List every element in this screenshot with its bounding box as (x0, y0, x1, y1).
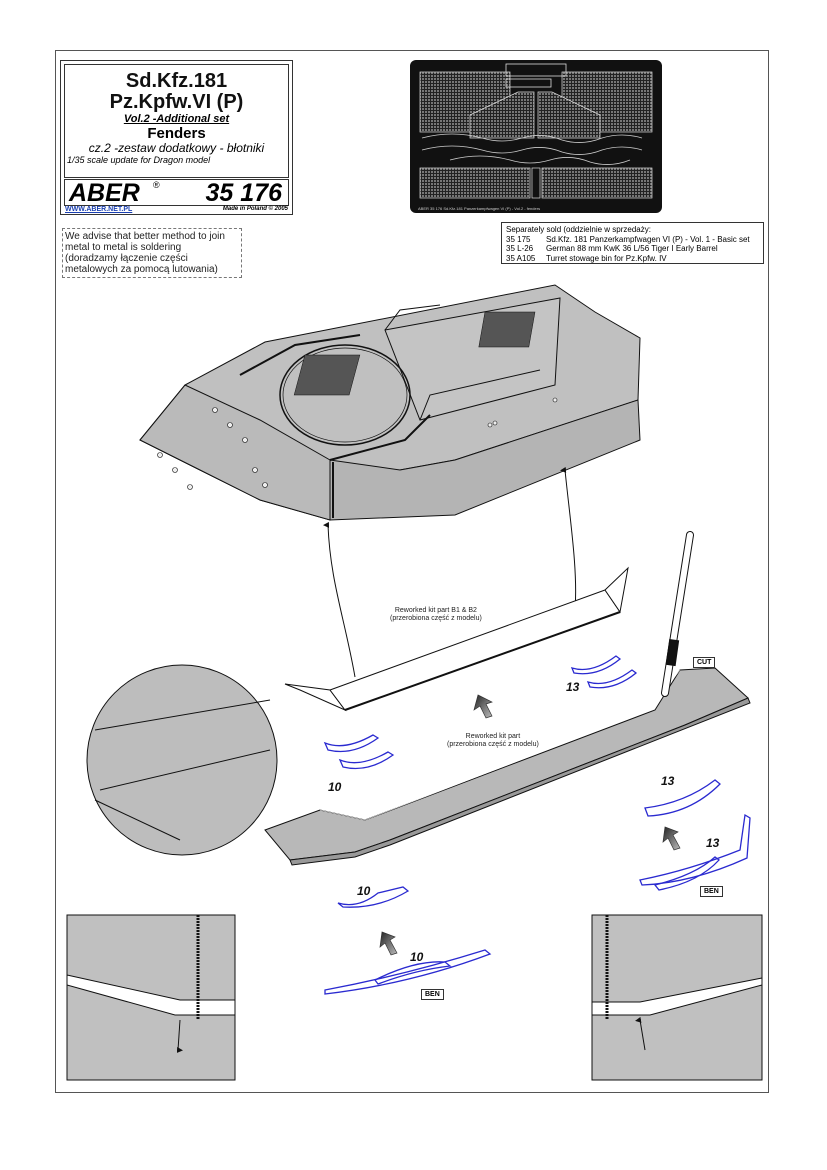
advice-line: metalowych za pomocą lutowania) (65, 264, 218, 275)
part-number-10: 10 (328, 780, 342, 794)
sold-item: 35 A105 Turret stowage bin for Pz.Kpfw. … (506, 254, 759, 264)
part-number-10: 10 (410, 950, 424, 964)
sold-item-name: Turret stowage bin for Pz.Kpfw. IV (546, 253, 667, 263)
product-code: 35 176 (205, 179, 282, 207)
registered-mark: ® (153, 180, 160, 190)
advice-line: metal to metal is soldering (65, 242, 182, 253)
volume-label: Vol.2 -Additional set (123, 113, 230, 125)
tank-hull-drawing (139, 284, 641, 521)
part-number-13: 13 (566, 680, 580, 694)
sold-item: 35 175 Sd.Kfz. 181 Panzerkampfwagen VI (… (506, 235, 759, 245)
photo-etch-fret-image: ABER 35 176 Sd.Kfz.181 Panzerkampfwagen … (410, 60, 662, 213)
bend-tag: BEN (700, 886, 723, 897)
scale-note: 1/35 scale update for Dragon model (67, 155, 211, 165)
separately-sold-heading: Separately sold (oddzielnie w sprzedaży: (506, 225, 651, 234)
title-box: Sd.Kfz.181 Pz.Kpfw.VI (P) Vol.2 -Additio… (60, 60, 293, 215)
advice-line: We advise that better method to join (65, 231, 225, 242)
sold-item-name: Sd.Kfz. 181 Panzerkampfwagen VI (P) - Vo… (546, 234, 750, 244)
detail-inset-left (66, 914, 236, 1081)
sold-item-code: 35 175 (506, 234, 531, 244)
detail-inset-right (591, 914, 763, 1081)
sold-item-code: 35 L-26 (506, 244, 534, 253)
cut-tag: CUT (693, 657, 716, 668)
separately-sold-box: Separately sold (oddzielnie w sprzedaży:… (501, 222, 764, 264)
soldering-advice-note: We advise that better method to join met… (62, 228, 242, 278)
part-number-13: 13 (706, 836, 720, 850)
sold-item-name: German 88 mm KwK 36 L/56 Tiger I Early B… (546, 244, 718, 253)
subject-label: Fenders (147, 125, 206, 142)
title-line-1: Sd.Kfz.181 (125, 70, 228, 92)
part-number-13: 13 (661, 774, 675, 788)
brand-row: ABER ® 35 176 (64, 179, 289, 207)
detail-magnifier (86, 664, 278, 856)
instruction-sheet-border (55, 50, 769, 1093)
reworked-fender-lower (264, 531, 751, 866)
fret-drawing (419, 63, 653, 199)
title-line-2: Pz.Kpfw.VI (P) (109, 91, 244, 113)
fret-caption: ABER 35 176 Sd.Kfz.181 Panzerkampfwagen … (418, 206, 541, 211)
brand-logo: ABER (69, 179, 140, 207)
made-in-label: Made in Poland © 2005 (222, 206, 288, 212)
title-panel: Sd.Kfz.181 Pz.Kpfw.VI (P) Vol.2 -Additio… (64, 64, 289, 178)
sold-item-code: 35 A105 (506, 253, 536, 263)
website-link[interactable]: WWW.ABER.NET.PL (65, 206, 133, 213)
sold-item: 35 L-26 German 88 mm KwK 36 L/56 Tiger I… (506, 244, 759, 254)
label-reworked-part: Reworked kit part (przerobiona część z m… (447, 733, 539, 748)
bend-tag: BEN (421, 989, 444, 1000)
part-number-10: 10 (357, 884, 371, 898)
label-reworked-b1-b2: Reworked kit part B1 & B2 (przerobiona c… (390, 607, 482, 622)
reworked-fender-b1-b2 (284, 566, 629, 712)
advice-line: (doradzamy łączenie części (65, 253, 188, 264)
subject-polish: cz.2 -zestaw dodatkowy - błotniki (88, 141, 265, 155)
pe-bent-parts (324, 813, 751, 995)
direction-arrows (379, 694, 681, 956)
